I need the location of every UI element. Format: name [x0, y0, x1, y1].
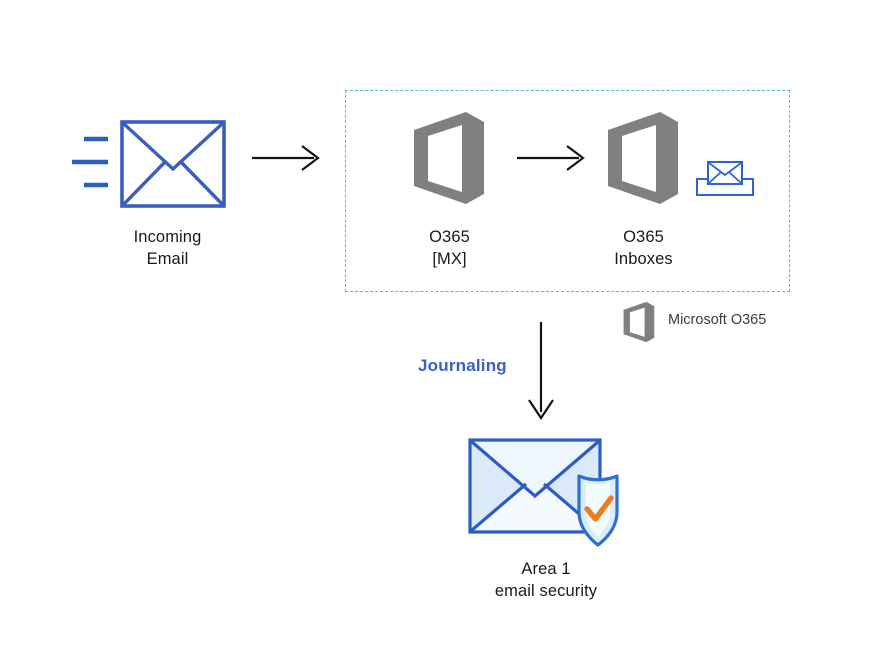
office-365-icon — [620, 301, 658, 343]
connector-incoming-to-mx — [250, 140, 326, 181]
envelope-icon — [70, 118, 228, 210]
legend-item-label: Microsoft O365 — [668, 312, 767, 328]
node-incoming-email-label: Incoming Email — [133, 228, 202, 268]
node-o365-mx — [406, 110, 492, 206]
o365-boundary-box — [345, 90, 790, 292]
connector-inboxes-to-area1 — [522, 320, 560, 429]
connector-journaling-label: Journaling — [418, 356, 507, 375]
node-incoming-email — [70, 118, 228, 210]
inbox-tray-icon — [694, 158, 756, 205]
node-o365-inboxes — [600, 110, 686, 206]
email-shield-icon — [466, 434, 632, 550]
connector-mx-to-inboxes — [515, 140, 591, 181]
node-o365-inboxes-label: O365 Inboxes — [614, 228, 673, 268]
node-o365-mx-label: O365 [MX] — [429, 228, 470, 268]
office-365-icon — [406, 110, 492, 206]
office-365-icon — [600, 110, 686, 206]
node-area1-email-security-label: Area 1 email security — [494, 560, 598, 600]
node-area1-email-security — [466, 434, 632, 550]
